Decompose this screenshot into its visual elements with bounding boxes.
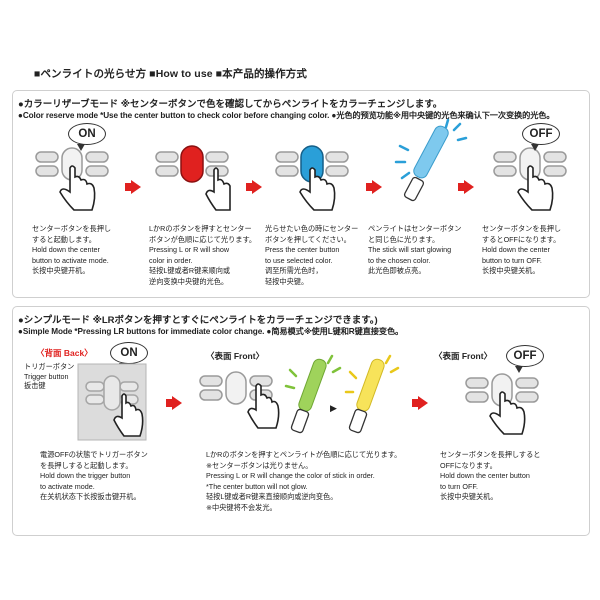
center-button-red (181, 146, 203, 182)
section1-heading: ●カラーリザーブモード ※センターボタンで色を確認してからペンライトをカラーチェ… (18, 96, 442, 110)
small-arrow-icon: ▶ (330, 403, 337, 414)
controller-back (76, 362, 158, 442)
controller-step5 (490, 140, 570, 216)
trigger-button-label: トリガーボタン Trigger button 扳击键 (24, 362, 74, 391)
section1-subheading: ●Color reserve mode *Use the center butt… (18, 109, 554, 121)
arrow-right-icon (418, 396, 428, 410)
controller-front-off (462, 366, 542, 438)
step5-caption: センターボタンを長押しするとOFFになります。 Hold down the ce… (482, 224, 594, 277)
front-label-1: 〈表面 Front〉 (206, 350, 264, 362)
page-title: ■ペンライトの光らせ方 ■How to use ■本产品的操作方式 (34, 66, 307, 81)
penlight-blue (390, 118, 470, 214)
arrow-right-icon (172, 396, 182, 410)
arrow-right-icon (252, 180, 262, 194)
simple-step2-caption: LかRのボタンを押すとペンライトが色順に応じて光ります。※センターボタンは光りま… (206, 450, 416, 514)
controller-step1 (32, 140, 112, 216)
controller-step2 (152, 140, 232, 216)
off-bubble-1: OFF (522, 123, 560, 145)
penlight-yellow (340, 352, 404, 442)
step3-caption: 光らせたい色の時にセンターボタンを押してください。 Press the cent… (265, 224, 377, 288)
on-bubble-1: ON (68, 123, 106, 145)
step4-caption: ペンライトはセンターボタンと同じ色に光ります。 The stick will s… (368, 224, 480, 277)
front-label-2: 〈表面 Front〉 (434, 350, 492, 362)
controller-front-lr (196, 364, 288, 434)
on-bubble-2: ON (110, 342, 148, 364)
step2-caption: LかRのボタンを押すとセンターボタンが色順に応じて光ります。 Pressing … (149, 224, 261, 288)
back-label: 〈背面 Back〉 (36, 347, 93, 359)
controller-step3 (272, 140, 352, 216)
arrow-right-icon (464, 180, 474, 194)
step1-caption: センターボタンを長押しすると起動します。 Hold down the cente… (32, 224, 144, 277)
arrow-right-icon (372, 180, 382, 194)
simple-step1-caption: 電源OFFの状態でトリガーボタンを長押しすると起動します。 Hold down … (40, 450, 180, 503)
off-bubble-2: OFF (506, 345, 544, 367)
section2-subheading: ●Simple Mode *Pressing LR buttons for im… (18, 325, 403, 337)
penlight-green (282, 352, 346, 442)
arrow-right-icon (131, 180, 141, 194)
section2-heading: ●シンプルモード ※LRボタンを押すとすぐにペンライトをカラーチェンジできます。… (18, 312, 378, 326)
